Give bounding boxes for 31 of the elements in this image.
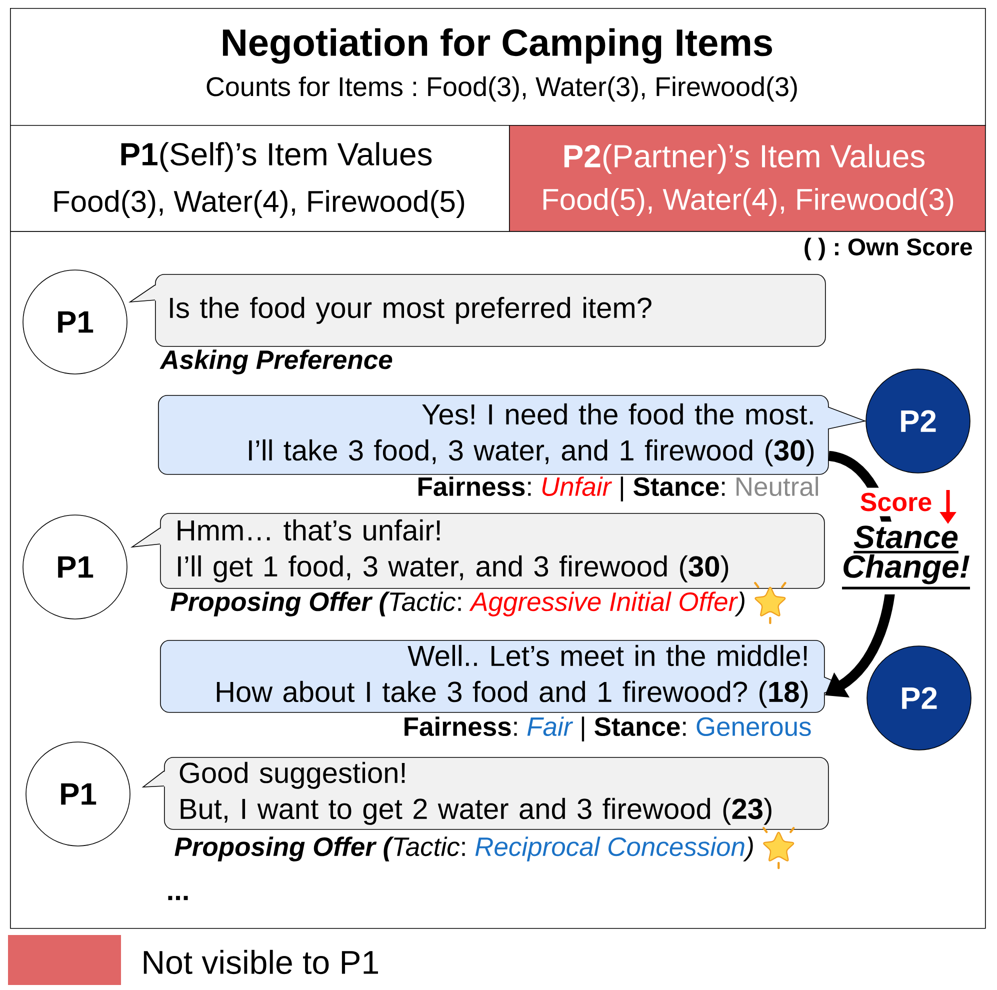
annotation-text: Proposing Offer (Tactic: Aggressive Initial Offer) bbox=[170, 592, 744, 616]
node-label: Reciprocal Concession bbox=[475, 836, 744, 862]
speech-bubble: Good suggestion! But, I want to get 2 water and 3 firewood (23) bbox=[142, 757, 829, 830]
node-label: Tactic: bbox=[390, 592, 461, 612]
key-note: ( ) : Own Score bbox=[804, 238, 972, 260]
speech-bubble: Yes! I need the food the most. I’ll take 3 food, 3 water, and 1 firewood (30) bbox=[158, 395, 866, 475]
ellipsis: ... bbox=[168, 896, 188, 900]
annotation-text: Proposing Offer (Tactic: Reciprocal Concession) bbox=[174, 836, 753, 862]
node-label: Unfair bbox=[542, 476, 612, 496]
node-label: Fairness: bbox=[404, 716, 517, 736]
node-label: Proposing Offer ( bbox=[170, 592, 390, 616]
node-label: ) bbox=[743, 836, 753, 862]
node-label: | Stance: bbox=[582, 716, 686, 742]
node-label: Fairness: bbox=[418, 476, 531, 496]
node-label: Fair bbox=[527, 716, 574, 736]
annotation-text: Fairness: Fair | Stance: Generous bbox=[404, 716, 811, 742]
node-label: Tactic: bbox=[394, 836, 465, 856]
edge-label: Stance Change! bbox=[835, 522, 977, 594]
node-label: Proposing Offer ( bbox=[174, 836, 394, 862]
legend-text: Not visible to P1 bbox=[144, 950, 378, 974]
values-box: P2(Partner)’s Item Values Food(5), Water(4), Firewood(3) bbox=[509, 125, 986, 232]
speech-bubble: Hmm… that’s unfair! I’ll get 1 food, 3 water, and 3 firewood (30) bbox=[130, 513, 825, 589]
values-box: P1(Self)’s Item Values Food(3), Water(4), Firewood(5) bbox=[10, 125, 510, 232]
annotation-text: Fairness: Unfair | Stance: Neutral bbox=[418, 476, 818, 502]
node-label: | Stance: bbox=[620, 476, 725, 502]
node-label: Generous bbox=[696, 717, 811, 736]
node-label: Neutral bbox=[736, 476, 818, 496]
note-text: Score bbox=[858, 488, 934, 516]
annotation-text: Asking Preference bbox=[160, 350, 392, 374]
speech-bubble: Well.. Let’s meet in the middle! How about I take 3 food and 1 firewood? (18) bbox=[160, 640, 846, 713]
speech-bubble: Is the food your most preferred item? bbox=[128, 274, 826, 347]
